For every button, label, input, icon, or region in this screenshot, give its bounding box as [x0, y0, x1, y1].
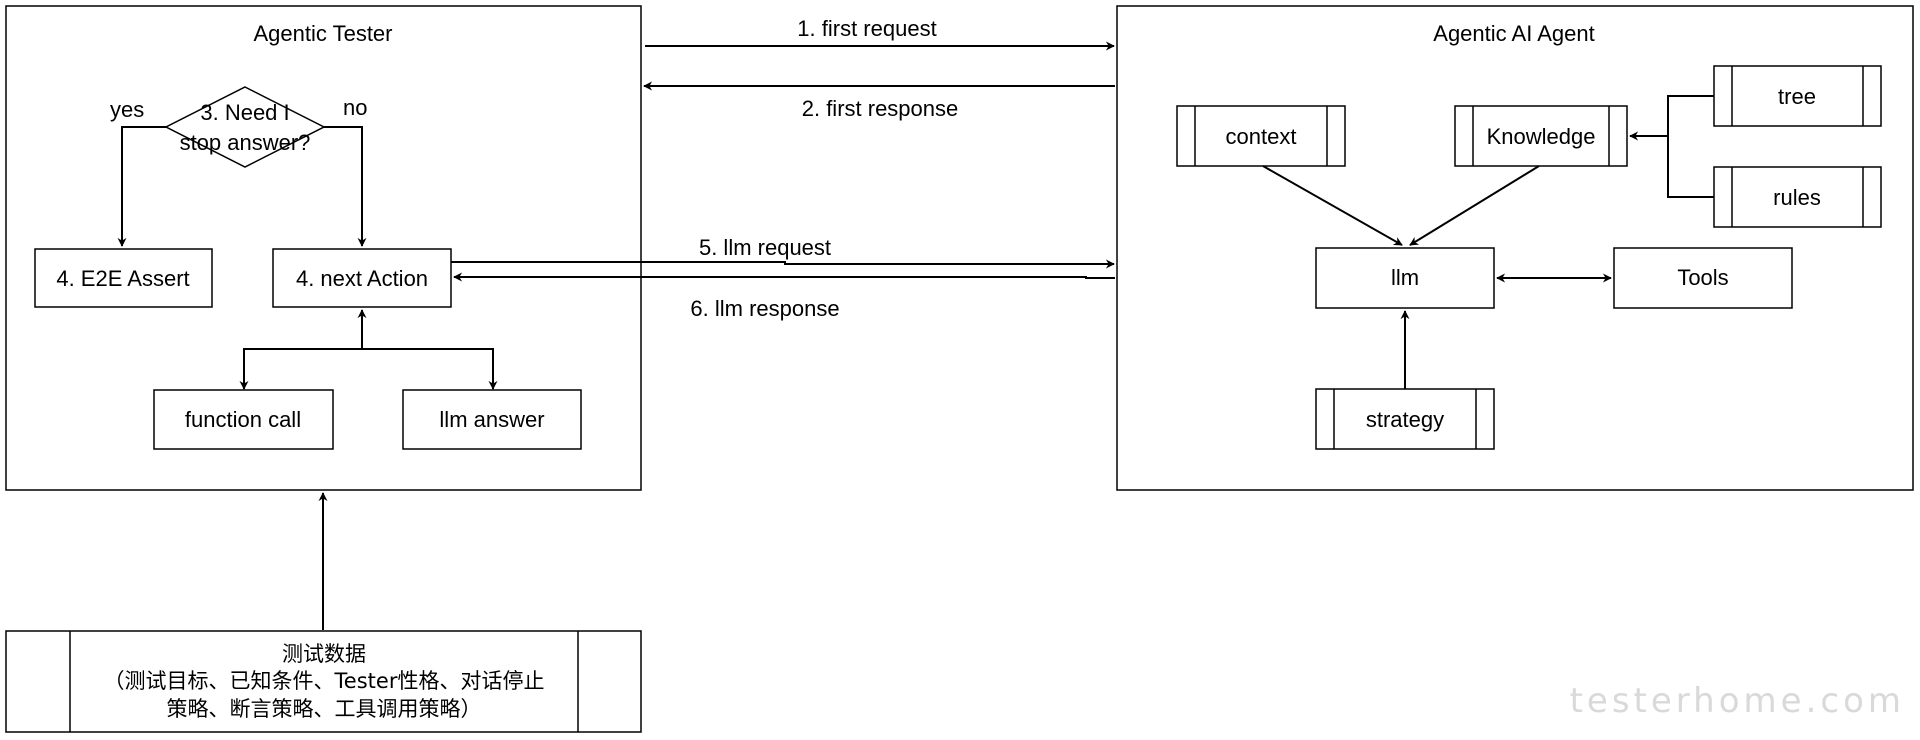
next-action-label: 4. next Action: [296, 266, 428, 291]
agentic-ai-agent-title: Agentic AI Agent: [1433, 21, 1594, 46]
test-data-line-2: （测试目标、已知条件、Tester性格、对话停止: [104, 669, 545, 693]
function-call-label: function call: [185, 407, 301, 432]
e2e-assert-label: 4. E2E Assert: [56, 266, 189, 291]
llm-response-label: 6. llm response: [690, 296, 839, 321]
yes-label: yes: [110, 97, 144, 122]
context-box[interactable]: context: [1176, 105, 1346, 167]
agentic-tester-title: Agentic Tester: [253, 21, 392, 46]
testerhome-watermark: testerhome.com: [1570, 681, 1905, 721]
strategy-label: strategy: [1366, 407, 1444, 432]
context-to-llm-arrow: [1262, 165, 1403, 246]
merge-connector: [239, 348, 498, 390]
rules-box[interactable]: rules: [1713, 166, 1882, 228]
first-response-label: 2. first response: [802, 96, 959, 121]
llm-label: llm: [1391, 265, 1419, 290]
llm-request-label: 5. llm request: [699, 235, 831, 260]
next-action-box[interactable]: 4. next Action: [272, 248, 452, 308]
test-data-line-3: 策略、断言策略、工具调用策略）: [167, 697, 482, 721]
rules-label: rules: [1773, 185, 1821, 210]
knowledge-box[interactable]: Knowledge: [1454, 105, 1628, 167]
llm-request-arrow: [451, 259, 1115, 269]
no-label: no: [343, 95, 367, 120]
context-label: context: [1226, 124, 1297, 149]
decision-line-1: 3. Need I: [200, 100, 289, 125]
test-data-box[interactable]: 测试数据 （测试目标、已知条件、Tester性格、对话停止 策略、断言策略、工具…: [5, 630, 642, 733]
knowledge-to-llm-arrow: [1409, 165, 1540, 246]
tree-rules-bracket: [1667, 95, 1714, 198]
no-branch-arrow: [324, 126, 367, 247]
tools-box[interactable]: Tools: [1613, 247, 1793, 309]
yes-branch-arrow: [117, 126, 166, 247]
decision-line-2: stop answer?: [180, 130, 311, 155]
llm-answer-box[interactable]: llm answer: [402, 389, 582, 450]
tree-label: tree: [1778, 84, 1816, 109]
knowledge-label: Knowledge: [1487, 124, 1596, 149]
test-data-line-1: 测试数据: [282, 642, 366, 666]
decision-diamond[interactable]: 3. Need I stop answer?: [164, 86, 326, 168]
tools-label: Tools: [1677, 265, 1728, 290]
function-call-box[interactable]: function call: [153, 389, 334, 450]
llm-response-arrow: [453, 272, 1115, 282]
e2e-assert-box[interactable]: 4. E2E Assert: [34, 248, 213, 308]
llm-answer-label: llm answer: [439, 407, 544, 432]
llm-box[interactable]: llm: [1315, 247, 1495, 309]
first-request-label: 1. first request: [797, 16, 936, 41]
strategy-box[interactable]: strategy: [1315, 388, 1495, 450]
tree-box[interactable]: tree: [1713, 65, 1882, 127]
